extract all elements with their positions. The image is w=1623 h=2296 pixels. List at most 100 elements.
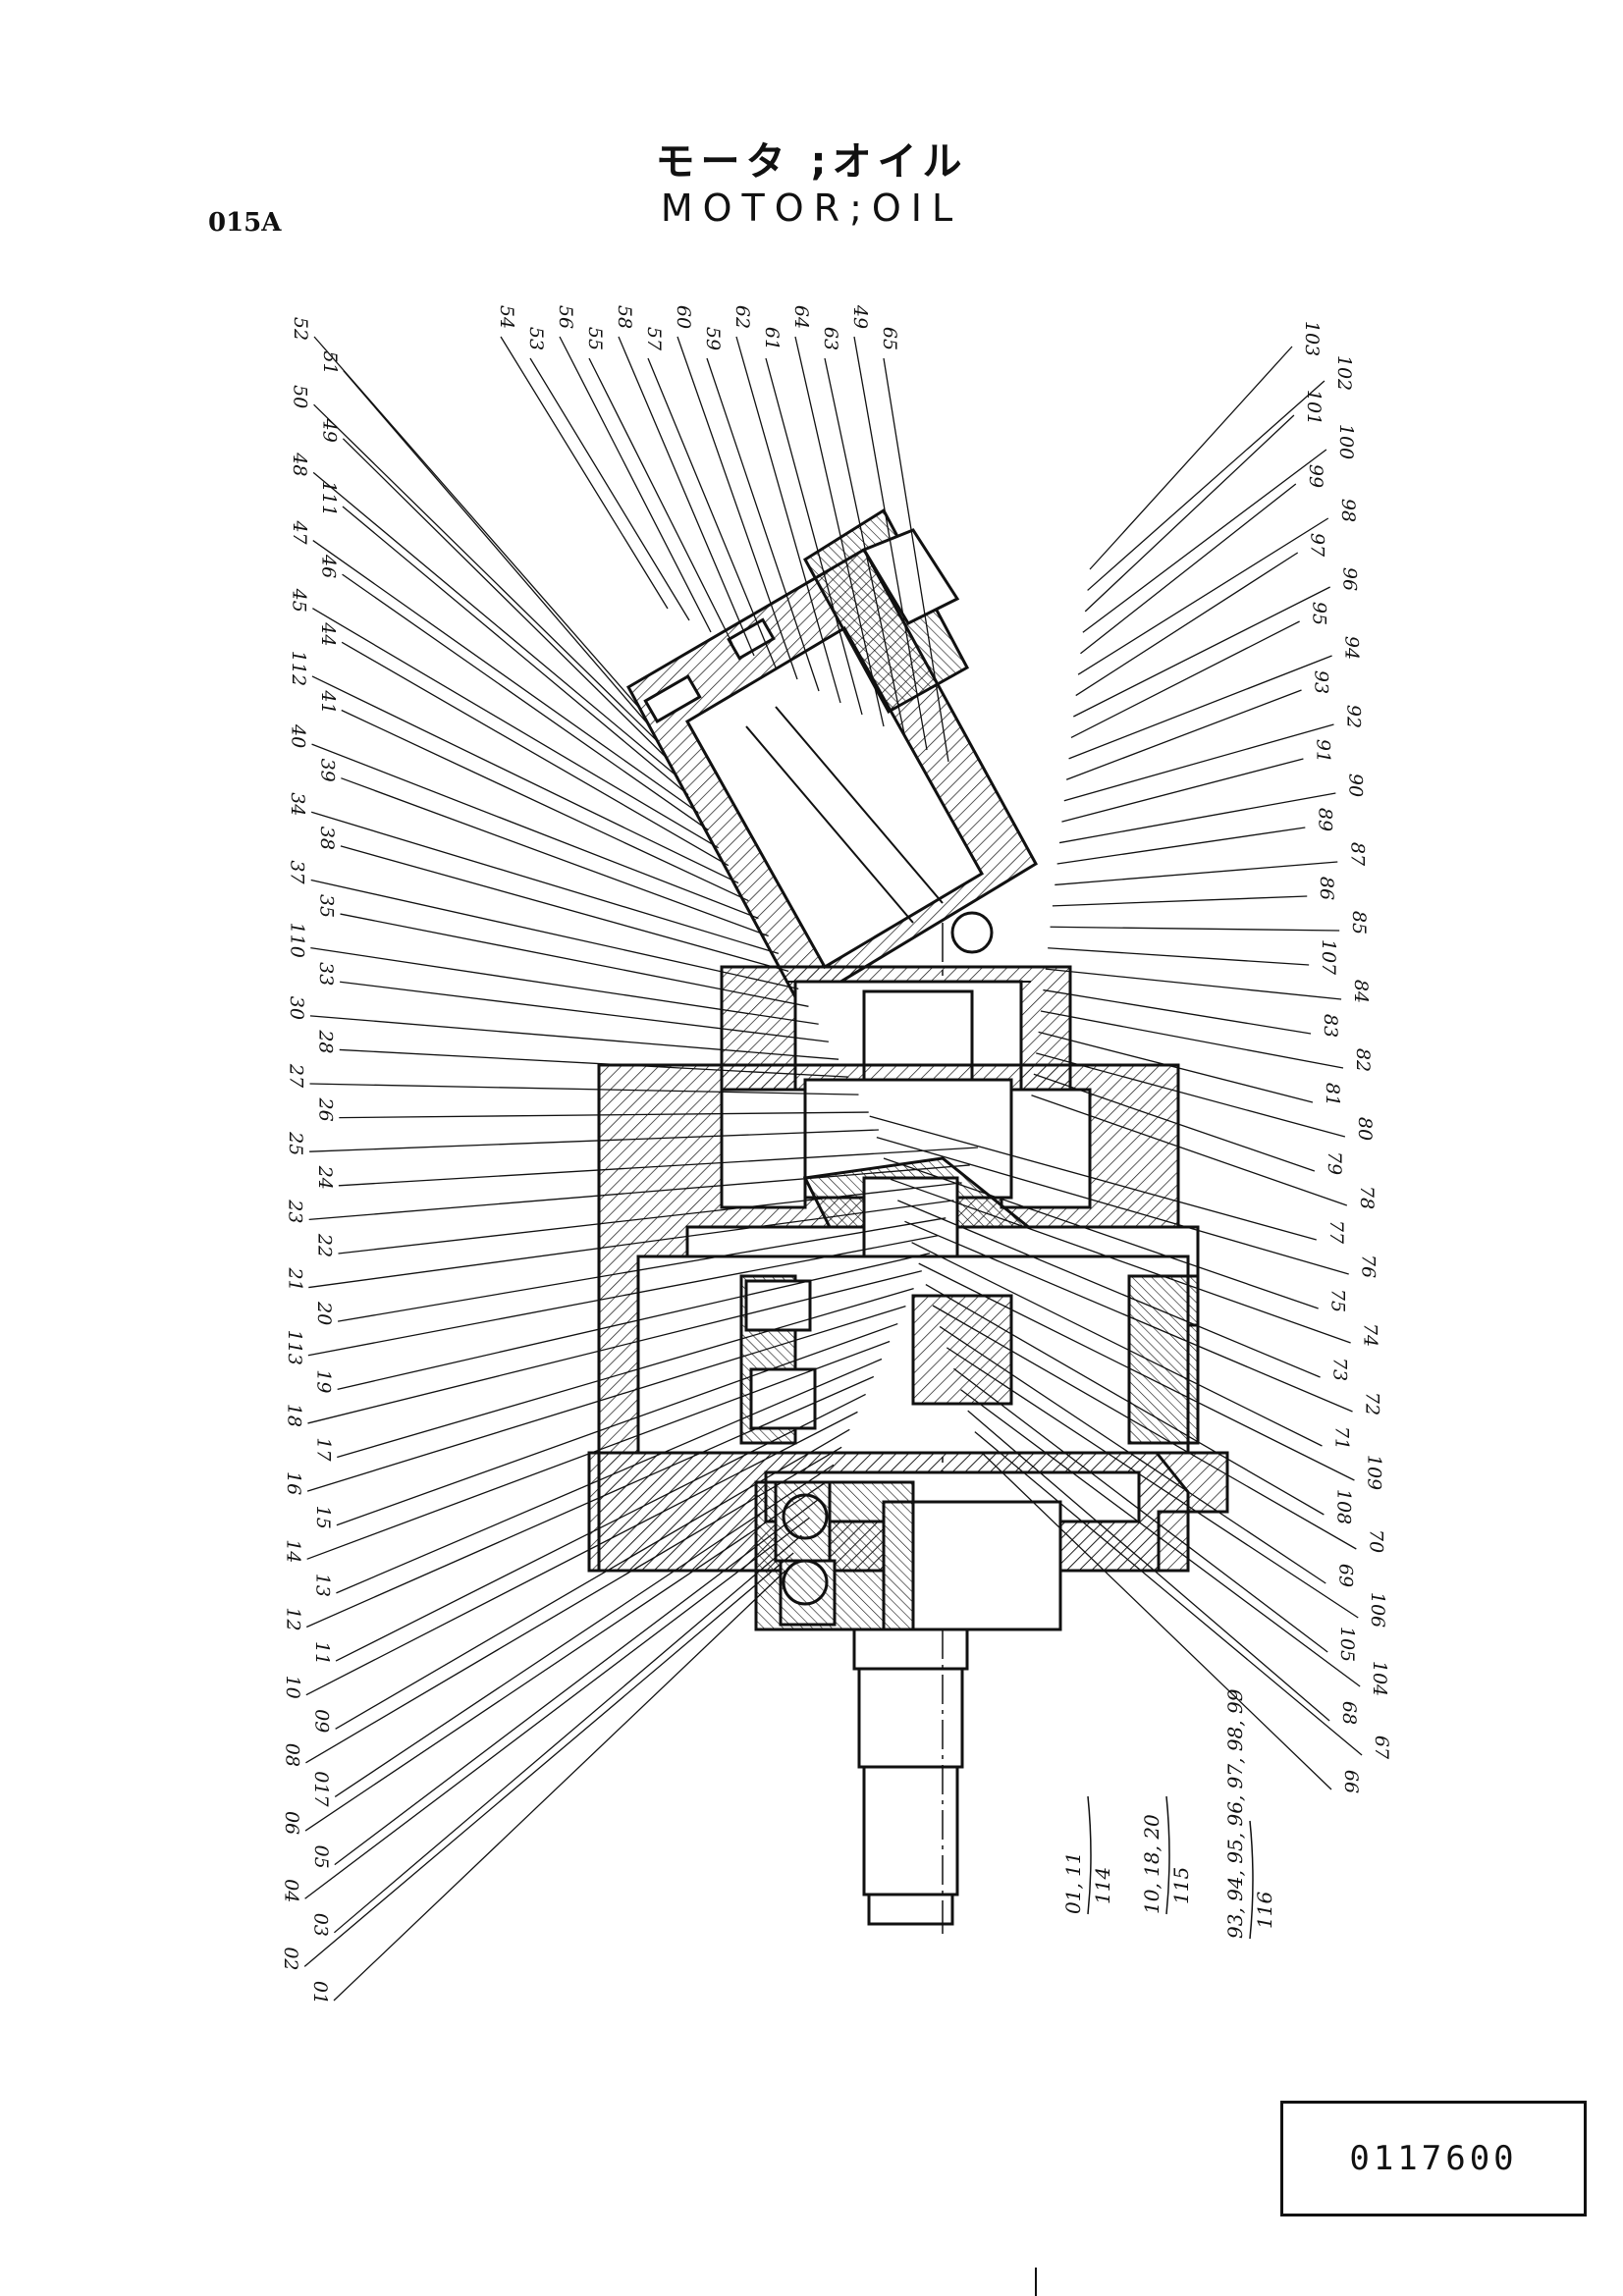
leader-line bbox=[960, 1389, 1361, 1687]
callout-label: 107 bbox=[1318, 939, 1339, 976]
page-code: 015A bbox=[208, 208, 282, 238]
leader-line bbox=[1077, 517, 1329, 675]
callout-label: 73 bbox=[1329, 1358, 1351, 1381]
callout-label: 92 bbox=[1342, 705, 1364, 728]
callout-label: 63 bbox=[820, 327, 841, 350]
leader-line bbox=[1070, 620, 1300, 739]
leader-line bbox=[1084, 414, 1295, 613]
callout-label: 01 bbox=[309, 1981, 331, 2004]
assembly-note-parts: 10, 18, 20 bbox=[1140, 1814, 1163, 1914]
assembly-note: 10, 18, 20 115 bbox=[1140, 1795, 1193, 1915]
leader-line bbox=[341, 641, 730, 867]
callout-label: 54 bbox=[496, 305, 517, 329]
leader-line bbox=[883, 357, 949, 763]
leader-line bbox=[876, 1136, 1349, 1275]
leader-line bbox=[336, 1322, 898, 1526]
assembly-note-brace bbox=[1165, 1795, 1170, 1915]
callout-label: 06 bbox=[281, 1811, 302, 1835]
callout-label: 49 bbox=[318, 418, 340, 443]
leader-line bbox=[1050, 926, 1340, 932]
leader-line bbox=[306, 1340, 891, 1560]
callout-label: 08 bbox=[281, 1743, 302, 1767]
leader-line bbox=[312, 471, 679, 778]
callout-label: 109 bbox=[1363, 1455, 1384, 1490]
leader-line bbox=[340, 913, 809, 1007]
callout-label: 72 bbox=[1362, 1392, 1383, 1415]
leader-line bbox=[904, 1220, 1353, 1413]
callout-label: 87 bbox=[1346, 842, 1368, 867]
leader-line bbox=[981, 1452, 1332, 1790]
callout-label: 75 bbox=[1327, 1289, 1349, 1312]
callout-label: 84 bbox=[1350, 980, 1372, 1003]
leader-line bbox=[1058, 792, 1336, 844]
leader-line bbox=[918, 1262, 1355, 1481]
callout-label: 80 bbox=[1354, 1117, 1376, 1141]
leader-line bbox=[313, 336, 639, 708]
callout-label: 04 bbox=[281, 1879, 302, 1902]
leader-line bbox=[308, 1164, 970, 1221]
callout-label: 15 bbox=[312, 1506, 334, 1529]
leader-line bbox=[339, 1111, 869, 1119]
callout-label: 100 bbox=[1335, 424, 1357, 459]
leader-line bbox=[588, 357, 733, 645]
callout-label: 65 bbox=[879, 327, 900, 350]
callout-label: 49 bbox=[849, 304, 871, 329]
assembly-note-set: 116 bbox=[1253, 1892, 1276, 1929]
callout-label: 58 bbox=[614, 305, 635, 329]
callout-label: 102 bbox=[1333, 355, 1355, 391]
callout-label: 23 bbox=[285, 1199, 306, 1223]
leader-line bbox=[309, 1015, 839, 1060]
callout-label: 78 bbox=[1356, 1186, 1378, 1209]
leader-line bbox=[1045, 968, 1342, 1000]
callout-label: 12 bbox=[282, 1607, 303, 1630]
callout-label: 37 bbox=[287, 860, 308, 884]
callout-label: 67 bbox=[1371, 1735, 1392, 1760]
leader-line bbox=[313, 403, 659, 743]
callout-label: 28 bbox=[315, 1029, 337, 1053]
leader-line bbox=[337, 1288, 914, 1459]
callout-label: 16 bbox=[283, 1471, 304, 1495]
leader-line bbox=[342, 506, 689, 796]
callout-label: 41 bbox=[317, 689, 339, 714]
callout-label: 77 bbox=[1325, 1220, 1347, 1245]
callout-label: 112 bbox=[288, 651, 309, 686]
callout-label: 10 bbox=[282, 1676, 303, 1699]
leader-line bbox=[1055, 861, 1338, 886]
leader-line bbox=[343, 370, 649, 725]
leader-line bbox=[1087, 380, 1325, 591]
leader-line bbox=[339, 1048, 849, 1078]
callout-label: 96 bbox=[1339, 567, 1361, 591]
assembly-note-set: 115 bbox=[1169, 1867, 1193, 1904]
leader-line bbox=[1065, 689, 1302, 780]
leader-line bbox=[939, 1325, 1326, 1584]
leader-line bbox=[312, 540, 699, 814]
leader-line bbox=[890, 1178, 1351, 1344]
leader-line bbox=[306, 1305, 906, 1492]
leader-line bbox=[309, 1083, 859, 1095]
leader-line bbox=[342, 438, 670, 761]
leader-line bbox=[334, 1464, 835, 1797]
callout-label: 105 bbox=[1336, 1627, 1358, 1662]
callout-label: 48 bbox=[289, 452, 310, 476]
callout-label: 20 bbox=[313, 1301, 335, 1325]
leader-line bbox=[500, 336, 669, 610]
leader-line bbox=[953, 1367, 1328, 1653]
leader-line bbox=[307, 1235, 939, 1357]
leader-line bbox=[333, 1570, 786, 2002]
callout-label: 61 bbox=[761, 327, 783, 350]
leader-line bbox=[304, 1481, 827, 1832]
callout-label: 69 bbox=[1334, 1564, 1356, 1587]
assembly-note-set: 114 bbox=[1091, 1867, 1114, 1904]
callout-label: 39 bbox=[316, 759, 338, 782]
callout-label: 25 bbox=[285, 1131, 306, 1155]
callout-label: 05 bbox=[310, 1845, 332, 1869]
leader-line bbox=[340, 981, 829, 1042]
leader-line bbox=[1036, 1052, 1346, 1138]
leader-line bbox=[309, 1129, 879, 1152]
callout-label: 60 bbox=[673, 305, 694, 329]
callout-label: 40 bbox=[288, 723, 309, 748]
leader-line bbox=[1080, 483, 1297, 655]
